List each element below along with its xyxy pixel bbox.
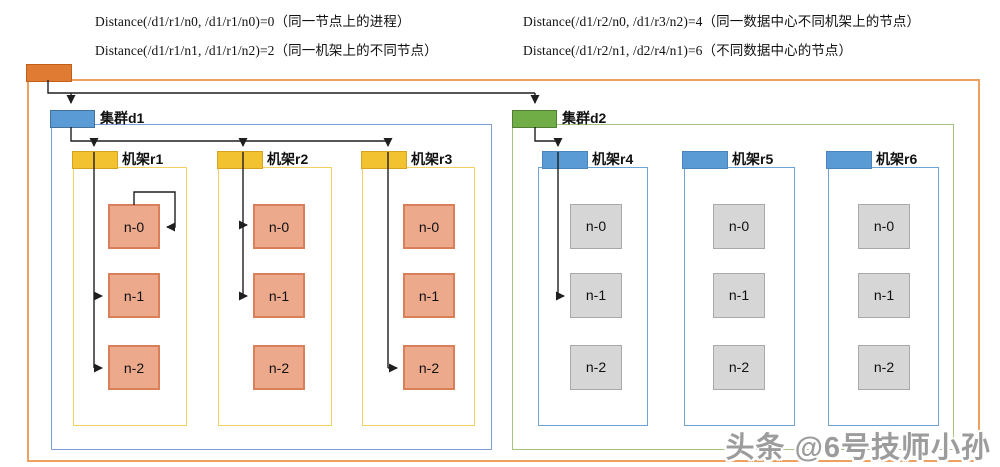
rack-r5-label: 机架r5 — [732, 151, 774, 167]
rack-r1-container — [73, 167, 187, 426]
watermark: 头条 @6号技师小孙 — [725, 432, 991, 464]
rack-r6-label: 机架r6 — [876, 151, 918, 167]
rack-r6-container — [828, 167, 939, 426]
rack-r4-container — [538, 167, 648, 426]
node-r5-n2: n-2 — [713, 345, 765, 390]
node-r6-n0: n-0 — [858, 204, 910, 249]
node-r5-n0: n-0 — [713, 204, 765, 249]
rack-r5-container — [684, 167, 795, 426]
node-r2-n0: n-0 — [253, 204, 305, 249]
node-r2-n2: n-2 — [253, 345, 305, 390]
distance-annotation-2: Distance(/d1/r1/n1, /d1/r1/n2)=2（同一机架上的不… — [95, 43, 438, 58]
rack-r3-label: 机架r3 — [411, 151, 453, 167]
cluster-d1-border — [51, 124, 492, 450]
rack-r2-container — [218, 167, 332, 426]
rack-r3-header-box — [361, 151, 407, 169]
rack-r4-header-box — [542, 151, 588, 169]
node-r6-n2: n-2 — [858, 345, 910, 390]
distance-annotation-6: Distance(/d1/r2/n1, /d2/r4/n1)=6（不同数据中心的… — [523, 43, 853, 58]
rack-r3-container — [362, 167, 475, 426]
node-r3-n2: n-2 — [403, 345, 455, 390]
rack-r1-header-box — [72, 151, 118, 169]
node-r4-n2: n-2 — [570, 345, 622, 390]
cluster-d2-border — [512, 124, 954, 450]
rack-r5-header-box — [682, 151, 728, 169]
cluster-d1-label: 集群d1 — [100, 110, 145, 126]
node-r5-n1: n-1 — [713, 273, 765, 318]
distance-annotation-4: Distance(/d1/r2/n0, /d1/r3/n2)=4（同一数据中心不… — [523, 14, 921, 29]
cluster-d2-box — [512, 110, 557, 128]
rack-r6-header-box — [826, 151, 872, 169]
rack-r2-header-box — [217, 151, 263, 169]
node-r6-n1: n-1 — [858, 273, 910, 318]
node-r1-n2: n-2 — [108, 345, 160, 390]
node-r3-n0: n-0 — [403, 204, 455, 249]
node-r4-n1: n-1 — [570, 273, 622, 318]
rack-r2-label: 机架r2 — [267, 151, 309, 167]
cluster-d2-label: 集群d2 — [562, 110, 607, 126]
root-node-box — [26, 64, 72, 82]
distance-annotation-0: Distance(/d1/r1/n0, /d1/r1/n0)=0（同一节点上的进… — [95, 14, 411, 29]
node-r4-n0: n-0 — [570, 204, 622, 249]
node-r1-n0: n-0 — [108, 204, 160, 249]
node-r2-n1: n-1 — [253, 273, 305, 318]
rack-r4-label: 机架r4 — [592, 151, 634, 167]
node-r3-n1: n-1 — [403, 273, 455, 318]
node-r1-n1: n-1 — [108, 273, 160, 318]
rack-r1-label: 机架r1 — [122, 151, 164, 167]
cluster-d1-box — [50, 110, 95, 128]
